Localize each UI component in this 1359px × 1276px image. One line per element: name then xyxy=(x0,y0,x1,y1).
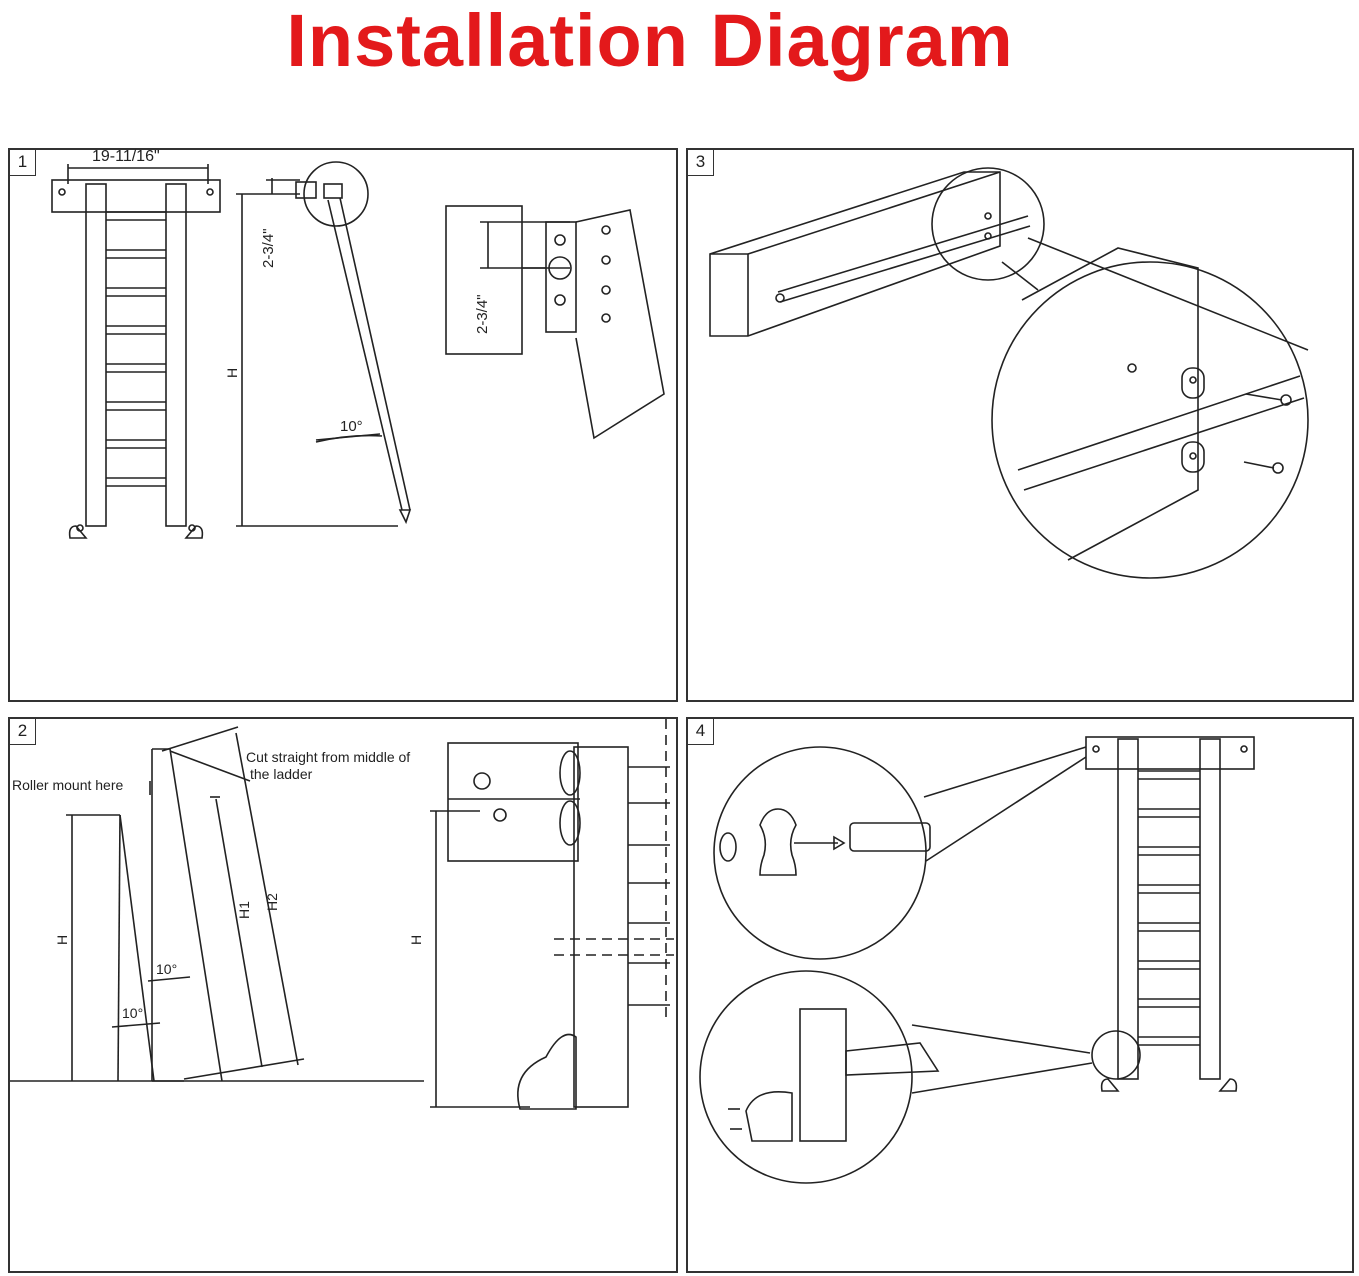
angle-label: 10° xyxy=(340,418,363,435)
right-h-label: H xyxy=(408,934,424,945)
ladder-rungs xyxy=(106,211,166,487)
ladder-rungs xyxy=(1138,770,1200,1046)
panel-4: 4 xyxy=(686,717,1354,1273)
panel-3: 3 xyxy=(686,148,1354,702)
detail-height-label: 2-3/4" xyxy=(474,294,491,334)
h2-label: H2 xyxy=(264,893,280,911)
panel-4-drawing xyxy=(699,736,1255,1184)
panel-number: 3 xyxy=(688,150,714,176)
panel-3-drawing xyxy=(709,167,1309,579)
panel-2-drawing xyxy=(10,719,674,1110)
panel-number: 4 xyxy=(688,719,714,745)
panel-number: 1 xyxy=(10,150,36,176)
height-label: H xyxy=(224,367,240,378)
cut-label-1: Cut straight from middle of xyxy=(246,749,411,765)
h1-label: H1 xyxy=(236,901,252,919)
angle-label-2: 10° xyxy=(122,1005,144,1021)
panel-1: 1 xyxy=(8,148,678,702)
cut-label-2: the ladder xyxy=(250,766,313,782)
h-label: H xyxy=(54,934,70,945)
panel-2: 2 xyxy=(8,717,678,1273)
width-label: 19-11/16" xyxy=(92,148,160,165)
panel-number: 2 xyxy=(10,719,36,745)
panel-1-drawing xyxy=(51,161,665,539)
rail-height-label: 2-3/4" xyxy=(260,228,277,268)
page-title: Installation Diagram xyxy=(286,0,1014,82)
roller-label: Roller mount here xyxy=(12,777,124,793)
angle-label-1: 10° xyxy=(156,961,178,977)
